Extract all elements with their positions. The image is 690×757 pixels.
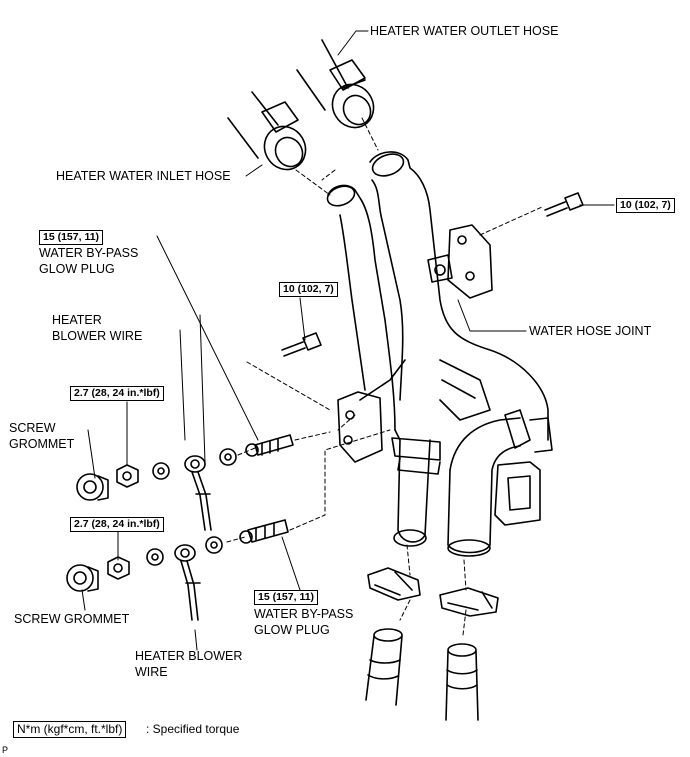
nut-lower — [107, 556, 130, 580]
torque-box-bolt-center: 10 (102, 7) — [279, 282, 338, 297]
torque-box-bolt-right: 10 (102, 7) — [616, 198, 675, 213]
label-heater-water-inlet-hose: HEATER WATER INLET HOSE — [56, 169, 231, 183]
hose-clamp-left — [367, 567, 421, 601]
nut-upper — [116, 464, 139, 488]
label-glow-plug-top-line1: WATER BY-PASS — [39, 246, 139, 260]
label-blower-wire-top-line1: HEATER — [52, 313, 102, 327]
heater-water-outlet-hose — [296, 39, 375, 129]
bolt-center — [281, 332, 322, 357]
lower-hose-right — [445, 643, 479, 721]
glow-plug-top — [245, 434, 294, 457]
label-water-hose-joint: WATER HOSE JOINT — [529, 324, 652, 338]
torque-box-nut-bottom: 2.7 (28, 24 in.*lbf) — [70, 517, 164, 532]
screw-grommet-lower — [66, 564, 99, 592]
label-screw-grommet-top-line1: SCREW — [9, 421, 56, 435]
label-glow-plug-bottom-line2: GLOW PLUG — [254, 623, 330, 637]
torque-box-glow-plug-bottom: 15 (157, 11) — [254, 590, 319, 605]
alignment-lines — [226, 117, 543, 636]
label-screw-grommet-top-line2: GROMMET — [9, 437, 75, 451]
leader-lines — [81, 30, 615, 611]
lower-hose-left — [365, 628, 403, 706]
screw-grommet-upper — [76, 473, 109, 501]
reference-code: P — [2, 745, 9, 755]
washer-upper — [219, 448, 237, 466]
legend-text: : Specified torque — [146, 722, 240, 736]
label-screw-grommet-bottom: SCREW GROMMET — [14, 612, 130, 626]
label-heater-water-outlet-hose: HEATER WATER OUTLET HOSE — [370, 24, 559, 38]
label-glow-plug-top-line2: GLOW PLUG — [39, 262, 115, 276]
washer-upper-2 — [152, 462, 170, 480]
bolt-right — [544, 192, 584, 217]
legend-torque-box: N*m (kgf*cm, ft.*lbf) — [13, 721, 127, 738]
label-glow-plug-bottom-line1: WATER BY-PASS — [254, 607, 354, 621]
label-blower-wire-top-line2: BLOWER WIRE — [52, 329, 143, 343]
hose-clamp-right — [439, 587, 499, 617]
washer-lower-2 — [146, 548, 164, 566]
water-hose-joint — [326, 151, 553, 557]
torque-box-nut-top: 2.7 (28, 24 in.*lbf) — [70, 386, 164, 401]
label-blower-wire-bottom-line1: HEATER BLOWER — [135, 649, 243, 663]
glow-plug-bottom — [239, 519, 289, 544]
torque-box-glow-plug-top: 15 (157, 11) — [39, 230, 104, 245]
label-blower-wire-bottom-line2: WIRE — [135, 665, 168, 679]
heater-blower-wire-bottom — [174, 544, 201, 651]
heater-blower-wire-top — [179, 329, 212, 531]
washer-lower — [205, 536, 223, 554]
heater-water-inlet-hose — [227, 91, 307, 171]
